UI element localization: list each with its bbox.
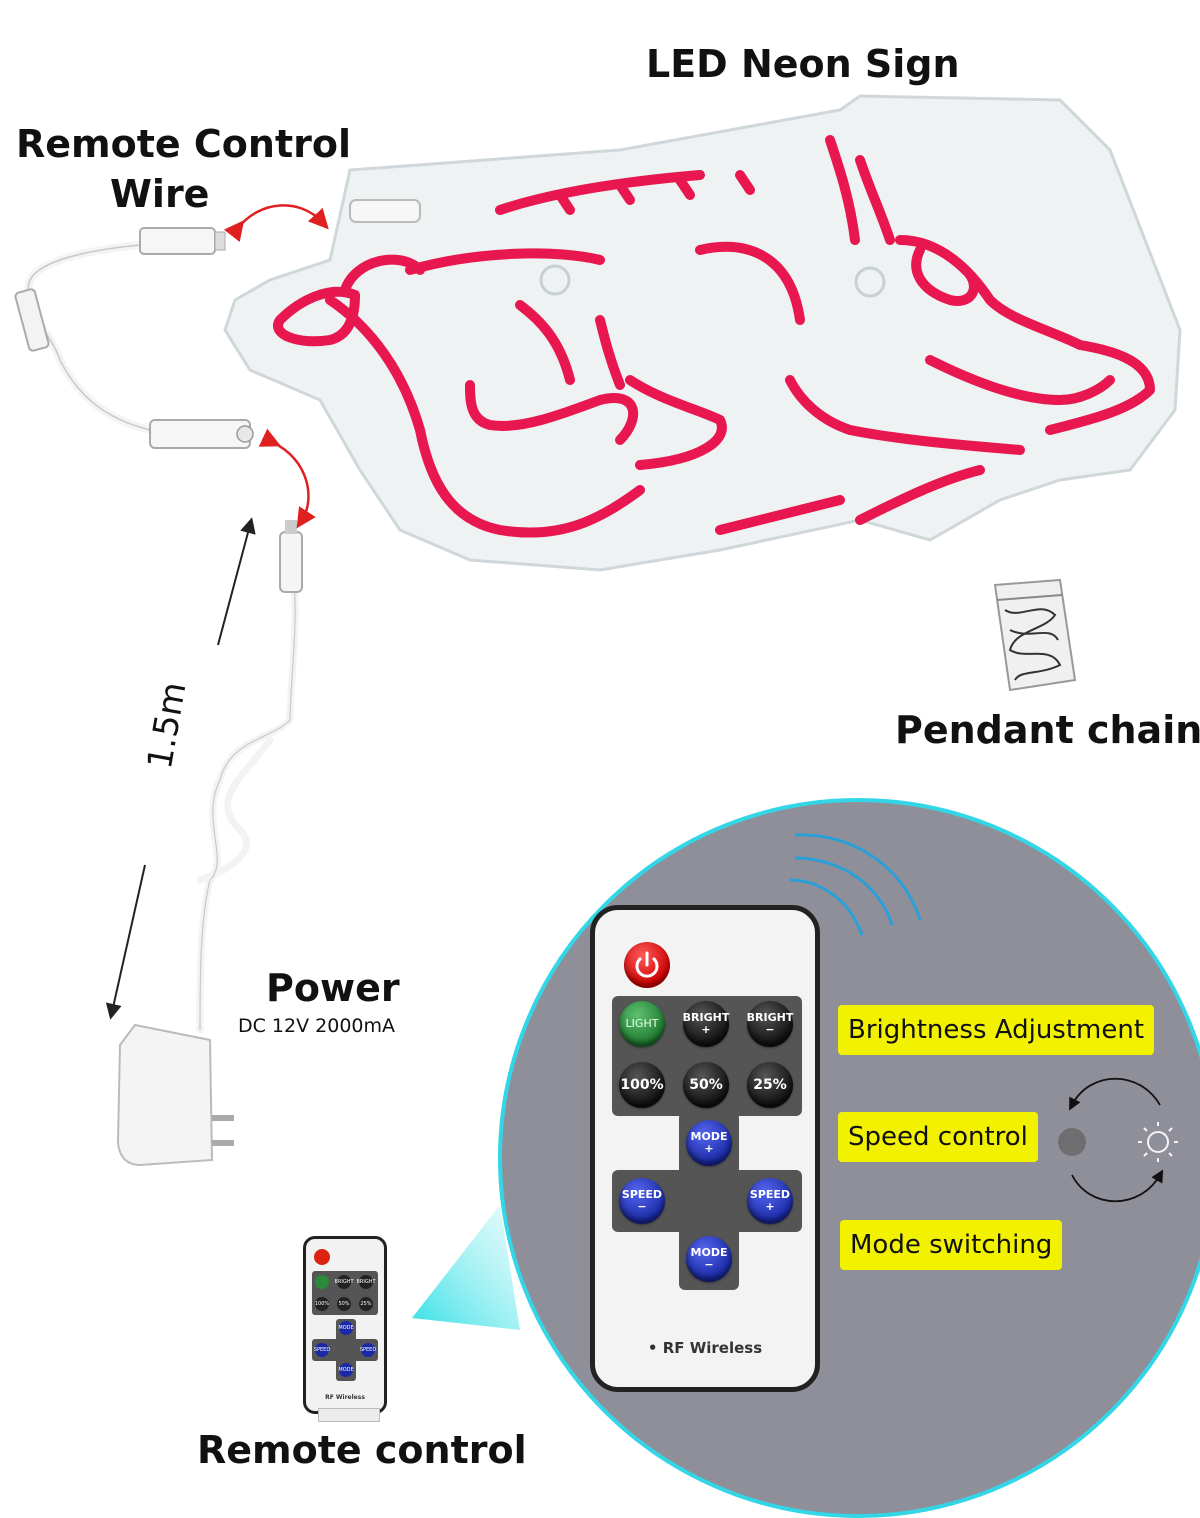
remote-control-large: LIGHT BRIGHT + BRIGHT − 100% 50% 25% MOD… bbox=[590, 905, 820, 1392]
small-power-button bbox=[314, 1249, 330, 1265]
power-icon bbox=[635, 951, 659, 978]
mode-plus-button[interactable]: MODE + bbox=[686, 1120, 732, 1166]
bright-plus-button[interactable]: BRIGHT + bbox=[683, 1001, 729, 1047]
small-25-button: 25% bbox=[359, 1297, 373, 1311]
speed-plus-button[interactable]: SPEED + bbox=[747, 1178, 793, 1224]
speed-minus-button[interactable]: SPEED − bbox=[619, 1178, 665, 1224]
rf-wireless-label: •︎ RF Wireless bbox=[647, 1339, 763, 1357]
mode-minus-button[interactable]: MODE − bbox=[686, 1236, 732, 1282]
sign-connector bbox=[349, 199, 421, 223]
speed-control-tag: Speed control bbox=[838, 1112, 1038, 1162]
curved-double-arrow-icon bbox=[258, 428, 316, 529]
small-bright-minus-button: BRIGHT bbox=[356, 1275, 376, 1289]
adapter-body bbox=[116, 1023, 214, 1167]
mode-switching-tag: Mode switching bbox=[840, 1220, 1063, 1270]
length-arrow-up bbox=[217, 517, 256, 646]
small-mode-plus-button: MODE bbox=[338, 1321, 354, 1335]
bright-minus-button[interactable]: BRIGHT − bbox=[747, 1001, 793, 1047]
small-bright-plus-button: BRIGHT bbox=[334, 1275, 354, 1289]
small-speed-minus-button: SPEED bbox=[314, 1343, 330, 1357]
small-100-button: 100% bbox=[315, 1297, 329, 1311]
small-speed-plus-button: SPEED bbox=[360, 1343, 376, 1357]
small-rf-label: RF Wireless bbox=[325, 1394, 365, 1401]
light-bulb-icon bbox=[1138, 1122, 1178, 1162]
brightness-adjustment-tag: Brightness Adjustment bbox=[838, 1005, 1155, 1055]
length-arrow-down bbox=[105, 864, 146, 1020]
remote-control-wire-label-line1: Remote Control bbox=[16, 122, 351, 166]
rf-wifi-icon: •︎ bbox=[647, 1339, 658, 1357]
remote-control-label: Remote control bbox=[197, 1428, 527, 1472]
100-percent-button[interactable]: 100% bbox=[619, 1062, 665, 1108]
small-light-button bbox=[315, 1275, 329, 1289]
small-50-button: 50% bbox=[337, 1297, 351, 1311]
power-label: Power bbox=[266, 966, 400, 1010]
neon-boar bbox=[273, 135, 1155, 538]
50-percent-button[interactable]: 50% bbox=[683, 1062, 729, 1108]
remote-control-wire-label-line2: Wire bbox=[110, 172, 210, 216]
power-button[interactable] bbox=[624, 942, 670, 988]
curved-double-arrow-icon bbox=[223, 204, 329, 243]
led-neon-sign-label: LED Neon Sign bbox=[646, 42, 960, 86]
25-percent-button[interactable]: 25% bbox=[747, 1062, 793, 1108]
power-spec-label: DC 12V 2000mA bbox=[238, 1015, 396, 1037]
receiver-module bbox=[14, 288, 50, 352]
small-mode-minus-button: MODE bbox=[338, 1363, 354, 1377]
pendant-chain-label: Pendant chain bbox=[895, 708, 1200, 752]
remote-control-small: BRIGHT BRIGHT 100% 50% 25% MODE SPEED SP… bbox=[303, 1236, 387, 1414]
light-off-icon bbox=[1058, 1128, 1086, 1156]
light-button[interactable]: LIGHT bbox=[619, 1001, 665, 1047]
small-remote-stand bbox=[318, 1408, 380, 1422]
